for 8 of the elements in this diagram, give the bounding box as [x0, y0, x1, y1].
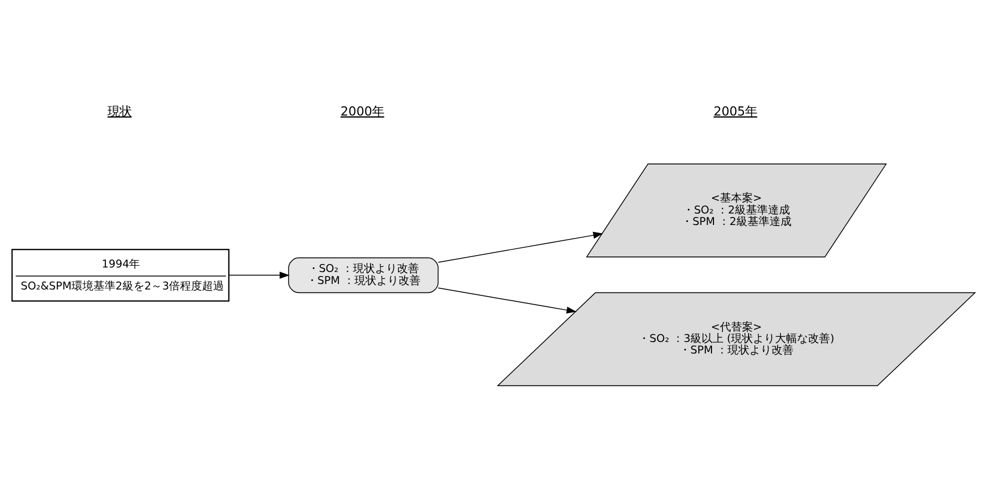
node-box: 1994年 SO₂&SPM環境基準2級を2～3倍程度超過 — [11, 248, 230, 302]
arrow — [438, 232, 604, 263]
label: 現状 — [108, 103, 132, 118]
label: 2000年 — [340, 103, 384, 118]
arrow — [438, 288, 577, 314]
arrow — [228, 272, 290, 279]
node-box: ・SO₂ ：現状より改善 ・SPM ：現状より改善 — [288, 257, 439, 294]
label: 2005年 — [714, 103, 758, 118]
